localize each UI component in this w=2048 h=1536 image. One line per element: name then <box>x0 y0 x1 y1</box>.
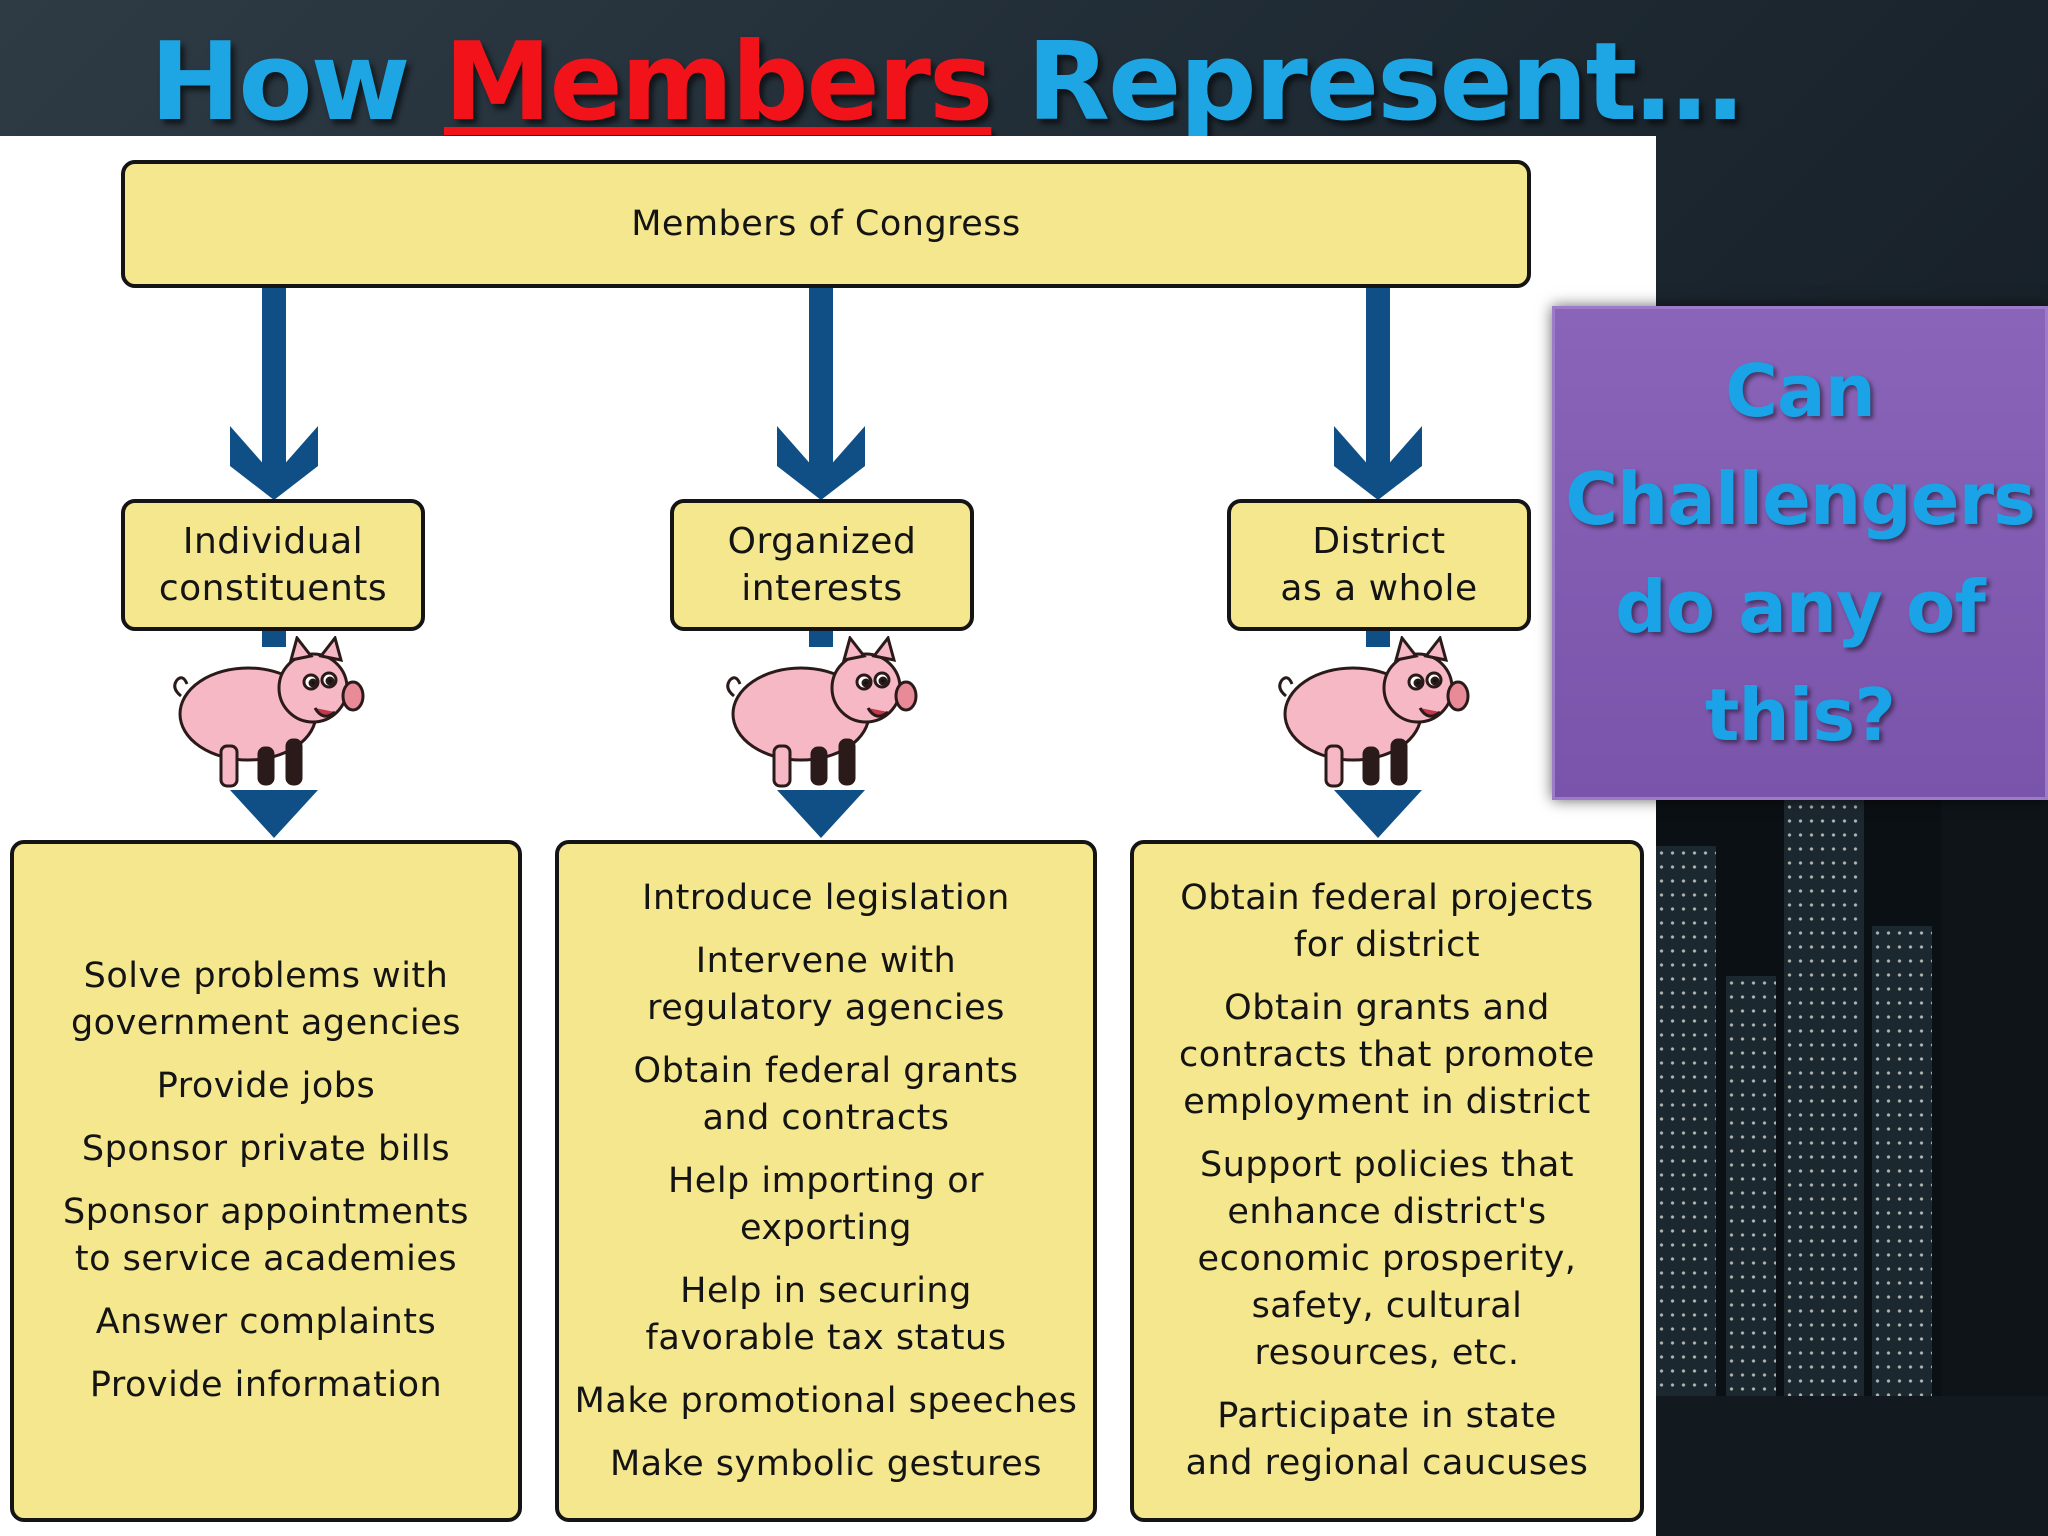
arrow-down-icon <box>777 286 865 500</box>
slide-title: How Members Represent… <box>150 18 1743 148</box>
title-text-after: Represent… <box>991 20 1743 145</box>
individual-constituents-activities: Solve problems with government agencies … <box>10 840 522 1522</box>
organized-interests-activities: Introduce legislation Intervene with reg… <box>555 840 1097 1522</box>
activity-item: Introduce legislation <box>642 877 1010 918</box>
arrow-down-icon <box>230 286 318 500</box>
activity-item: Sponsor appointments to service academie… <box>63 1192 469 1279</box>
district-box: District as a whole <box>1227 499 1531 631</box>
activity-item: Participate in state and regional caucus… <box>1185 1396 1589 1483</box>
activity-item: Obtain federal grants and contracts <box>633 1050 1019 1138</box>
column-label-district: District as a whole <box>1280 521 1478 609</box>
activity-item: Obtain federal projects for district <box>1180 878 1594 965</box>
title-highlight: Members <box>443 20 993 145</box>
activity-item: Provide information <box>89 1365 443 1405</box>
title-text-before: How <box>150 20 444 145</box>
city-skyline-image <box>1656 800 2048 1536</box>
activity-item: Sponsor private bills <box>81 1129 451 1169</box>
activity-item: Make symbolic gestures <box>609 1443 1043 1484</box>
challengers-callout: Can Challengers do any of this? <box>1552 306 2048 800</box>
diagram-connectors <box>230 286 1422 838</box>
arrow-down-icon <box>1334 286 1422 500</box>
arrow-down-icon <box>230 790 318 838</box>
activity-item: Help in securing favorable tax status <box>645 1270 1007 1358</box>
pig-icon <box>1278 636 1470 788</box>
pig-icon <box>173 636 365 788</box>
activity-item: Make promotional speeches <box>574 1380 1078 1421</box>
activity-item: Support policies that enhance district's… <box>1197 1145 1577 1373</box>
activity-item: Help importing or exporting <box>667 1160 985 1248</box>
activity-item: Obtain grants and contracts that promote… <box>1179 988 1595 1122</box>
diagram-panel: Members of Congress Individual constitue… <box>0 136 1656 1536</box>
members-of-congress-box: Members of Congress <box>121 160 1531 288</box>
activity-item: Intervene with regulatory agencies <box>647 940 1005 1028</box>
individual-constituents-box: Individual constituents <box>121 499 425 631</box>
members-of-congress-label: Members of Congress <box>631 203 1021 244</box>
column-label-individual-constituents: Individual constituents <box>158 521 388 609</box>
activity-item: Provide jobs <box>156 1066 376 1106</box>
district-activities: Obtain federal projects for district Obt… <box>1130 840 1644 1522</box>
pig-icon <box>726 636 918 788</box>
activity-item: Answer complaints <box>95 1302 437 1342</box>
callout-text: Can Challengers do any of this? <box>1565 349 2036 757</box>
activity-item: Solve problems with government agencies <box>70 956 462 1043</box>
arrow-down-icon <box>1334 790 1422 838</box>
organized-interests-box: Organized interests <box>670 499 974 631</box>
column-label-organized-interests: Organized interests <box>727 521 917 609</box>
arrow-down-icon <box>777 790 865 838</box>
